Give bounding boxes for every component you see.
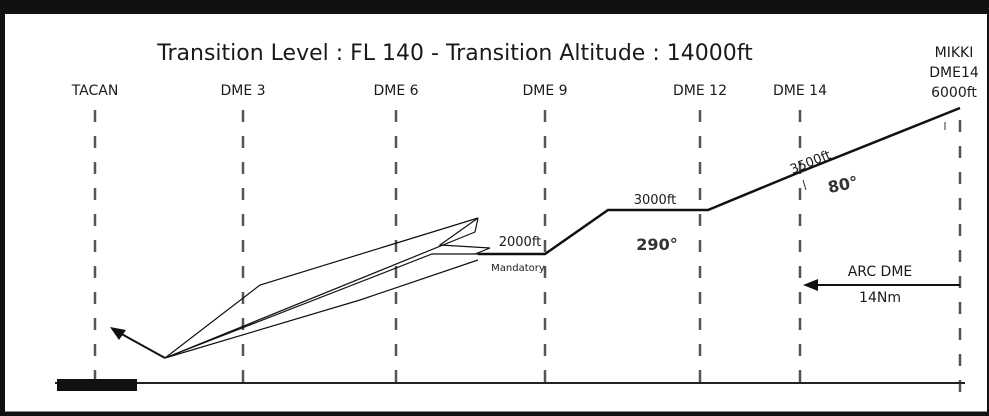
transition-title: Transition Level : FL 140 - Transition A… — [156, 41, 753, 66]
mandatory-label: Mandatory — [491, 263, 545, 274]
fix-label-dme3: DME 3 — [220, 83, 265, 99]
top-border-bar — [0, 0, 989, 14]
fix-label-dme9: DME 9 — [522, 83, 567, 99]
altitude-2000-label: 2000ft — [499, 235, 542, 250]
missed-approach-line — [117, 331, 166, 359]
fix-label-dme14: DME 14 — [773, 83, 827, 99]
dme14-tick-mark — [802, 179, 807, 191]
runway-bar — [57, 379, 137, 391]
procedure-turn-hook — [438, 217, 491, 255]
left-border-bar — [0, 0, 5, 416]
fix-label-dme12: DME 12 — [673, 83, 727, 99]
fix-label-mikki: MIKKI — [935, 45, 974, 61]
mikki-altitude-label: 6000ft — [931, 85, 977, 101]
fix-label-tacan: TACAN — [71, 83, 119, 99]
altitude-3000-label: 3000ft — [634, 193, 677, 208]
arc-dme-label: ARC DME — [848, 264, 913, 280]
procedure-turn-line-1 — [164, 253, 478, 359]
arc-arrowhead — [803, 279, 818, 291]
missed-approach-arrowhead — [110, 327, 126, 340]
procedure-turn-line-4 — [164, 259, 479, 359]
fix-label-dme6: DME 6 — [373, 83, 418, 99]
descent-path — [478, 106, 961, 256]
mikki-dme-label: DME14 — [929, 65, 979, 81]
procedure-turn-line-3 — [164, 217, 479, 359]
procedure-turn-line-2 — [164, 217, 479, 359]
arc-distance-label: 14Nm — [859, 290, 901, 306]
heading-290-label: 290° — [636, 235, 677, 254]
